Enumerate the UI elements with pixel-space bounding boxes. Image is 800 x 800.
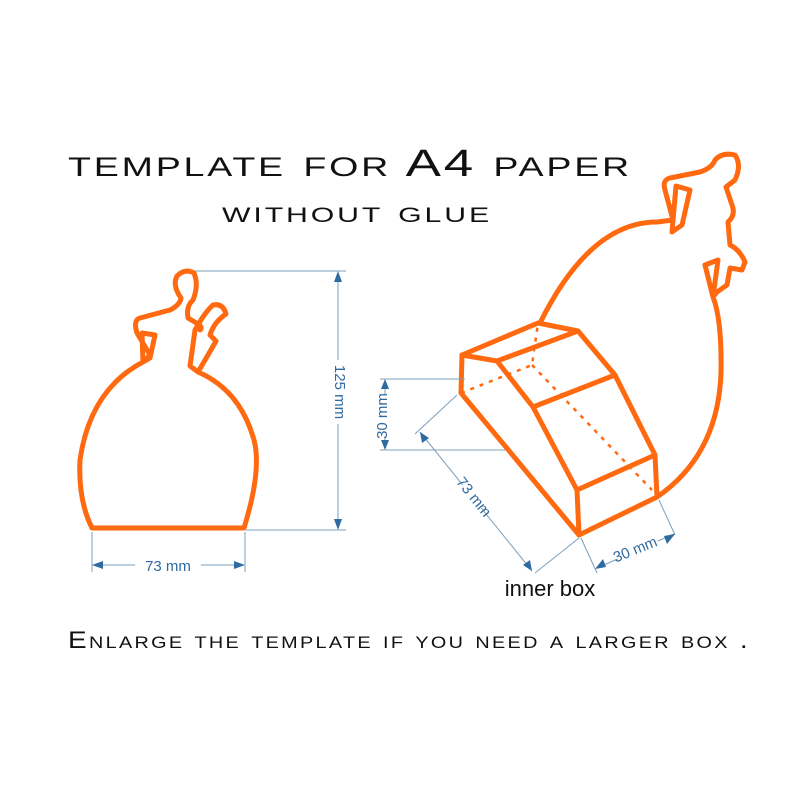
box-width-label: 30 mm [611, 533, 660, 566]
footer-note: Enlarge the template if you need a large… [68, 627, 750, 654]
box-height-label: 30 mm [374, 393, 391, 439]
template-dimensions: 73 mm 125 mm [91, 270, 348, 575]
inner-box-label: inner box [505, 576, 596, 601]
template-width-label: 73 mm [145, 558, 191, 575]
flat-template [77, 268, 259, 531]
assembled-box [458, 151, 748, 538]
subtitle: without glue [222, 196, 492, 229]
inner-box-dimensions: 30 mm 73 mm 30 mm inner box [374, 378, 676, 601]
title: template for A4 paper [68, 143, 632, 185]
template-height-label: 125 mm [331, 365, 348, 419]
